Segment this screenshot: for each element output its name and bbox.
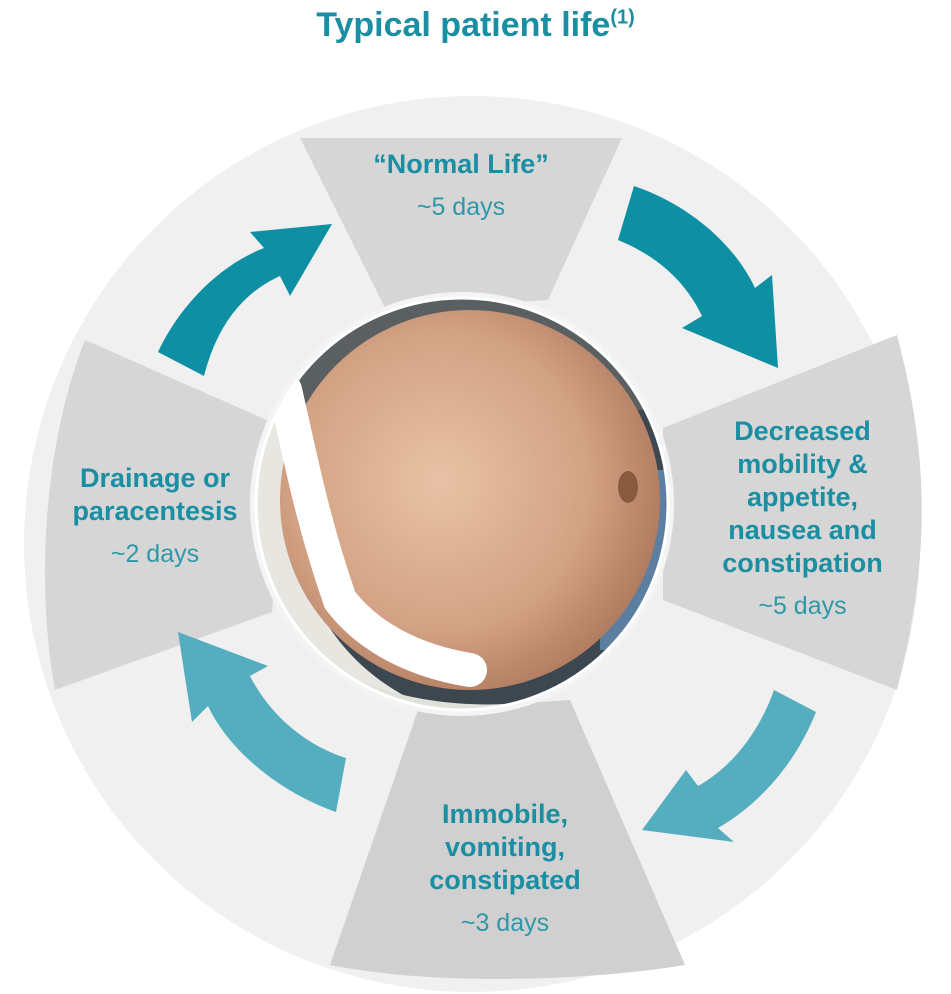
stage-duration: ~2 days	[45, 540, 265, 569]
navel	[618, 471, 638, 503]
stage-duration: ~5 days	[331, 193, 591, 222]
stage-duration: ~5 days	[690, 592, 915, 621]
stage-normal-life: “Normal Life” ~5 days	[331, 148, 591, 222]
stage-duration: ~3 days	[380, 909, 630, 938]
stage-drainage: Drainage or paracentesis ~2 days	[45, 462, 265, 569]
stage-decreased-mobility: Decreased mobility & appetite, nausea an…	[690, 415, 915, 621]
stage-label: Drainage or paracentesis	[45, 462, 265, 528]
stage-label: Immobile, vomiting, constipated	[380, 798, 630, 897]
stage-label: Decreased mobility & appetite, nausea an…	[690, 415, 915, 580]
stage-label: “Normal Life”	[331, 148, 591, 181]
stage-immobile: Immobile, vomiting, constipated ~3 days	[380, 798, 630, 938]
